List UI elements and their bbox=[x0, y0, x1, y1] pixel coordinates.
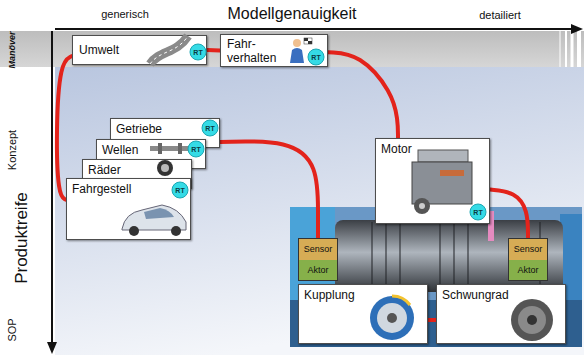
engine-icon bbox=[412, 150, 472, 214]
clutch-icon bbox=[370, 296, 414, 340]
box-text: Wellen bbox=[102, 143, 200, 157]
axis-title: Modellgenauigkeit bbox=[228, 5, 357, 23]
wheel-icon bbox=[157, 160, 173, 176]
axis-label: SOP bbox=[6, 318, 18, 341]
rt-badge: RT bbox=[470, 204, 487, 221]
signal-connector bbox=[490, 190, 528, 238]
sensor-actuator-box: SensorAktor bbox=[298, 238, 338, 281]
signal-text: Aktor bbox=[299, 260, 337, 281]
signal-connector bbox=[207, 48, 220, 53]
box-text: Motor bbox=[381, 142, 484, 156]
accuracy-axis bbox=[55, 24, 583, 34]
rt-badge: RT bbox=[190, 44, 207, 61]
signal-text: Sensor bbox=[509, 239, 547, 260]
flywheel-icon bbox=[511, 299, 553, 341]
maturity-axis bbox=[47, 31, 57, 354]
box-text: Räder bbox=[88, 163, 186, 177]
shaft-icon bbox=[150, 143, 190, 154]
box-text: Fahr- verhalten bbox=[227, 37, 289, 65]
rt-badge: RT bbox=[308, 49, 325, 66]
box-text: Kupplung bbox=[304, 288, 422, 302]
axis-label: detailiert bbox=[479, 9, 521, 21]
signal-connector bbox=[220, 141, 318, 238]
axis-label: Manöver bbox=[7, 31, 17, 68]
band-stripes bbox=[560, 31, 579, 67]
test-bench-photo bbox=[290, 207, 582, 347]
box-text: Getriebe bbox=[116, 122, 214, 136]
manoeuvre-band bbox=[0, 31, 584, 67]
rt-badge: RT bbox=[188, 141, 205, 158]
sensor-actuator-box: SensorAktor bbox=[508, 238, 548, 281]
axis-label: generisch bbox=[101, 8, 149, 20]
road-icon bbox=[150, 36, 188, 64]
axis-title: Produktreife bbox=[12, 192, 32, 284]
maturity-ground bbox=[55, 67, 584, 355]
box-text: Schwungrad bbox=[442, 288, 560, 302]
rt-badge: RT bbox=[172, 182, 189, 199]
box-text: Umwelt bbox=[79, 43, 201, 57]
box-text: Fahrgestell bbox=[72, 182, 185, 196]
signal-connector bbox=[328, 52, 398, 138]
axis-label: Konzept bbox=[6, 130, 18, 170]
signal-connector bbox=[428, 318, 436, 322]
signal-text: Aktor bbox=[509, 260, 547, 281]
car-icon bbox=[122, 205, 186, 236]
rt-badge: RT bbox=[202, 120, 219, 137]
signal-text: Sensor bbox=[299, 239, 337, 260]
